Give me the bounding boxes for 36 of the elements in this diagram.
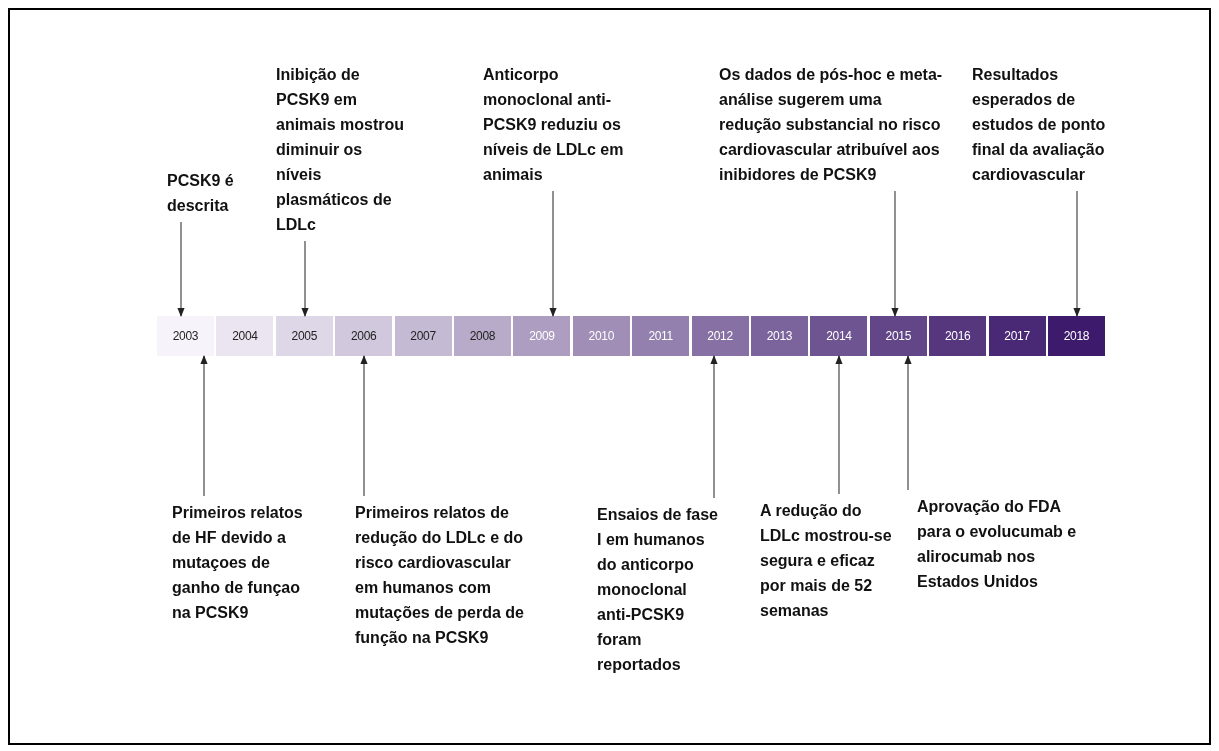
arrow [360, 355, 368, 497]
arrow [200, 355, 208, 497]
year-box: 2017 [988, 316, 1046, 356]
event-text: PCSK9 é descrita [167, 168, 262, 218]
event-text: Os dados de pós-hoc e meta-análise sugerem uma redução substancial no risco cardiovascular atribuível aos inibidores de PCSK9 [719, 62, 944, 187]
year-box: 2015 [869, 316, 927, 356]
arrow [710, 355, 718, 499]
arrow [177, 221, 185, 317]
event-text: Primeiros relatos de redução do LDLc e do risco cardiovascular em humanos com mutações de perda de função na PCSK9 [355, 500, 530, 650]
arrow [904, 355, 912, 491]
arrow [891, 190, 899, 317]
year-box: 2004 [216, 316, 274, 356]
year-box: 2011 [632, 316, 690, 356]
arrow [835, 355, 843, 495]
event-text: Anticorpo monoclonal anti-PCSK9 reduziu os níveis de LDLc em animais [483, 62, 635, 187]
year-box: 2006 [335, 316, 393, 356]
year-box: 2005 [275, 316, 333, 356]
year-box: 2018 [1048, 316, 1105, 356]
year-box: 2013 [751, 316, 808, 356]
arrow [549, 190, 557, 317]
year-box: 2008 [454, 316, 511, 356]
year-box: 2007 [394, 316, 452, 356]
year-box: 2010 [572, 316, 630, 356]
arrow [1073, 190, 1081, 317]
event-text: Primeiros relatos de HF devido a mutaçoes de ganho de funçao na PCSK9 [172, 500, 312, 625]
year-box: 2012 [691, 316, 749, 356]
event-text: Resultados esperados de estudos de ponto final da avaliação cardiovascular [972, 62, 1132, 187]
year-box: 2009 [513, 316, 571, 356]
year-box: 2003 [157, 316, 214, 356]
event-text: Aprovação do FDA para o evolucumab e alirocumab nos Estados Unidos [917, 494, 1077, 594]
event-text: A redução do LDLc mostrou-se segura e eficaz por mais de 52 semanas [760, 498, 895, 623]
year-box: 2014 [810, 316, 868, 356]
event-text: Inibição de PCSK9 em animais mostrou diminuir os níveis plasmáticos de LDLc [276, 62, 411, 237]
arrow [301, 240, 309, 317]
year-box: 2016 [929, 316, 987, 356]
event-text: Ensaios de fase I em humanos do anticorpo monoclonal anti-PCSK9 foram reportados [597, 502, 719, 677]
